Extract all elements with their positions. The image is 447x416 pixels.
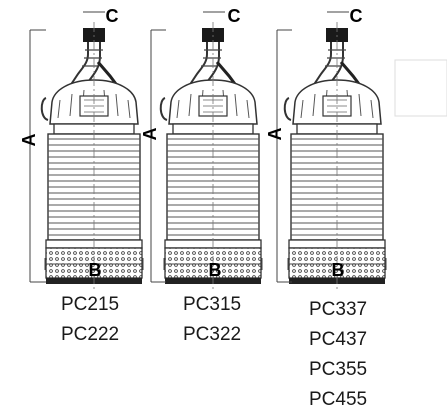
model-name: PC215 xyxy=(61,294,120,315)
pump-3-dim-b-label: B xyxy=(332,260,345,280)
model-name: PC355 xyxy=(309,359,368,380)
model-name: PC322 xyxy=(183,324,242,345)
model-name: PC337 xyxy=(309,299,368,320)
pump-2-model-list: PC315 PC322 xyxy=(183,290,241,350)
model-name: PC222 xyxy=(61,324,120,345)
pump-1-model-list: PC215 PC222 xyxy=(61,290,119,350)
pump-3-model-list: PC337 PC437 PC355 PC455 xyxy=(309,295,367,415)
pump-3-dim-a-label: A xyxy=(265,128,285,141)
pump-2-drawing xyxy=(150,11,263,292)
pump-2-dim-a-label: A xyxy=(140,128,160,141)
model-name: PC455 xyxy=(309,389,368,410)
pump-1-dim-c-label: C xyxy=(106,6,119,26)
pump-2-dim-c-label: C xyxy=(228,6,241,26)
pump-1-dim-a-label: A xyxy=(19,134,39,147)
pump-3-drawing xyxy=(276,11,387,292)
pump-2-dim-b-label: B xyxy=(209,260,222,280)
pump-1-drawing xyxy=(29,11,144,292)
model-name: PC315 xyxy=(183,294,242,315)
pump-1-dim-b-label: B xyxy=(89,260,102,280)
pump-3-dim-c-label: C xyxy=(350,6,363,26)
model-name: PC437 xyxy=(309,329,368,350)
